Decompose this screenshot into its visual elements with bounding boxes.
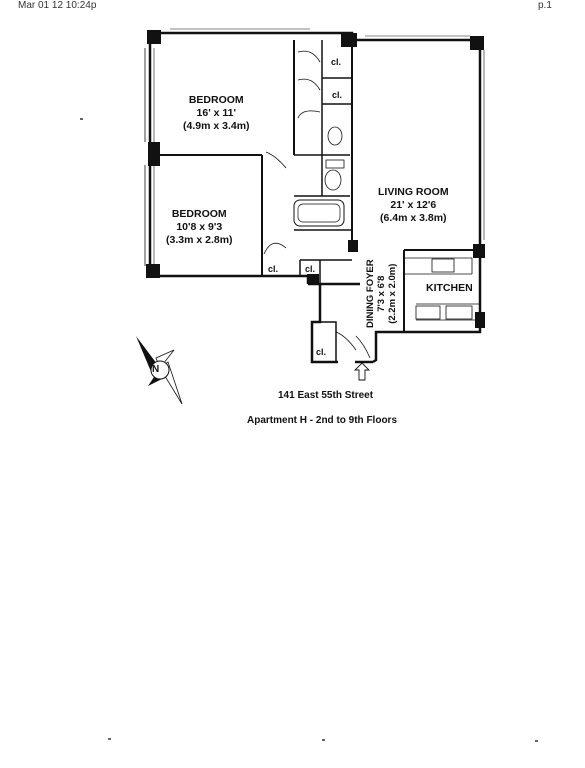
room-dims-metric: (6.4m x 3.8m) [380,212,447,224]
closet-label: cl. [268,264,279,274]
scan-speck [535,740,538,742]
room-label-bedroom-1: BEDROOM 16' x 11' (4.9m x 3.4m) [183,94,250,133]
closet-label: cl. [332,90,343,100]
apartment-caption: Apartment H - 2nd to 9th Floors [247,415,397,426]
room-dims-imperial: 10'8 x 9'3 [176,221,223,233]
closet-label: cl. [305,264,316,274]
room-label-kitchen: KITCHEN [426,282,473,295]
closet-label: cl. [331,57,342,67]
room-name: LIVING ROOM [378,186,449,198]
room-dims-imperial: 7'3 x 6'8 [376,275,387,312]
address-caption: 141 East 55th Street [278,390,374,401]
compass-letter: N [152,364,160,375]
entry-arrow-icon [353,362,371,381]
room-name: BEDROOM [171,208,227,220]
room-dims-imperial: 16' x 11' [196,107,236,119]
room-dims-metric: (3.3m x 2.8m) [166,234,233,246]
room-label-living-room: LIVING ROOM 21' x 12'6 (6.4m x 3.8m) [378,186,449,225]
fax-timestamp: Mar 01 12 10:24p [18,0,97,11]
room-name: DINING FOYER [365,259,376,328]
page-number: p.1 [538,0,552,11]
closet-label: cl. [316,347,327,357]
room-name: KITCHEN [426,282,473,294]
scan-speck [108,738,111,740]
scan-speck [80,118,83,120]
room-dims-metric: (2.2m x 2.0m) [387,263,398,324]
room-label-bedroom-2: BEDROOM 10'8 x 9'3 (3.3m x 2.8m) [166,208,233,247]
room-name: BEDROOM [188,94,244,106]
compass-rose-icon [136,336,183,405]
room-dims-metric: (4.9m x 3.4m) [183,120,250,132]
room-label-dining-foyer: DINING FOYER 7'3 x 6'8 (2.2m x 2.0m) [365,259,398,328]
scan-speck [322,739,325,741]
room-dims-imperial: 21' x 12'6 [390,199,437,211]
